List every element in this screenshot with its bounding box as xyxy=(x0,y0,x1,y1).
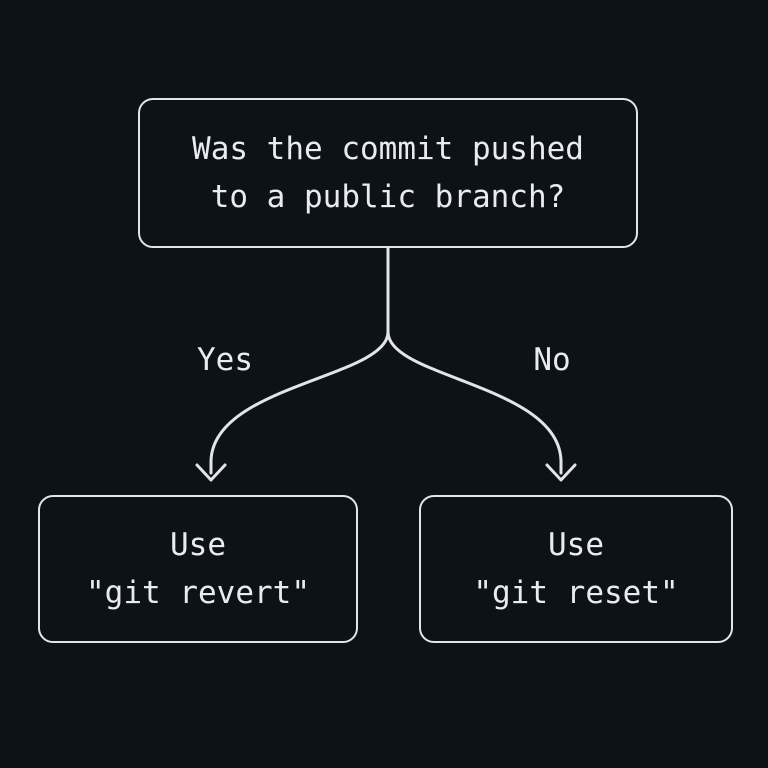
revert-line-2: "git revert" xyxy=(86,575,310,611)
result-node-git-reset: Use "git reset" xyxy=(419,495,733,643)
reset-line-2: "git reset" xyxy=(473,575,679,611)
yes-branch-line xyxy=(209,330,390,475)
no-arrowhead-icon xyxy=(545,463,577,482)
reset-line-1: Use xyxy=(548,527,604,563)
branch-label-no: No xyxy=(533,342,571,378)
question-line-1: Was the commit pushed xyxy=(192,131,584,167)
question-line-2: to a public branch? xyxy=(210,179,566,215)
revert-line-1: Use xyxy=(170,527,226,563)
result-node-git-revert: Use "git revert" xyxy=(38,495,358,643)
no-branch-line xyxy=(386,330,563,475)
yes-arrowhead-icon xyxy=(195,463,227,482)
question-node: Was the commit pushed to a public branch… xyxy=(138,98,638,248)
branch-label-yes: Yes xyxy=(197,342,253,378)
